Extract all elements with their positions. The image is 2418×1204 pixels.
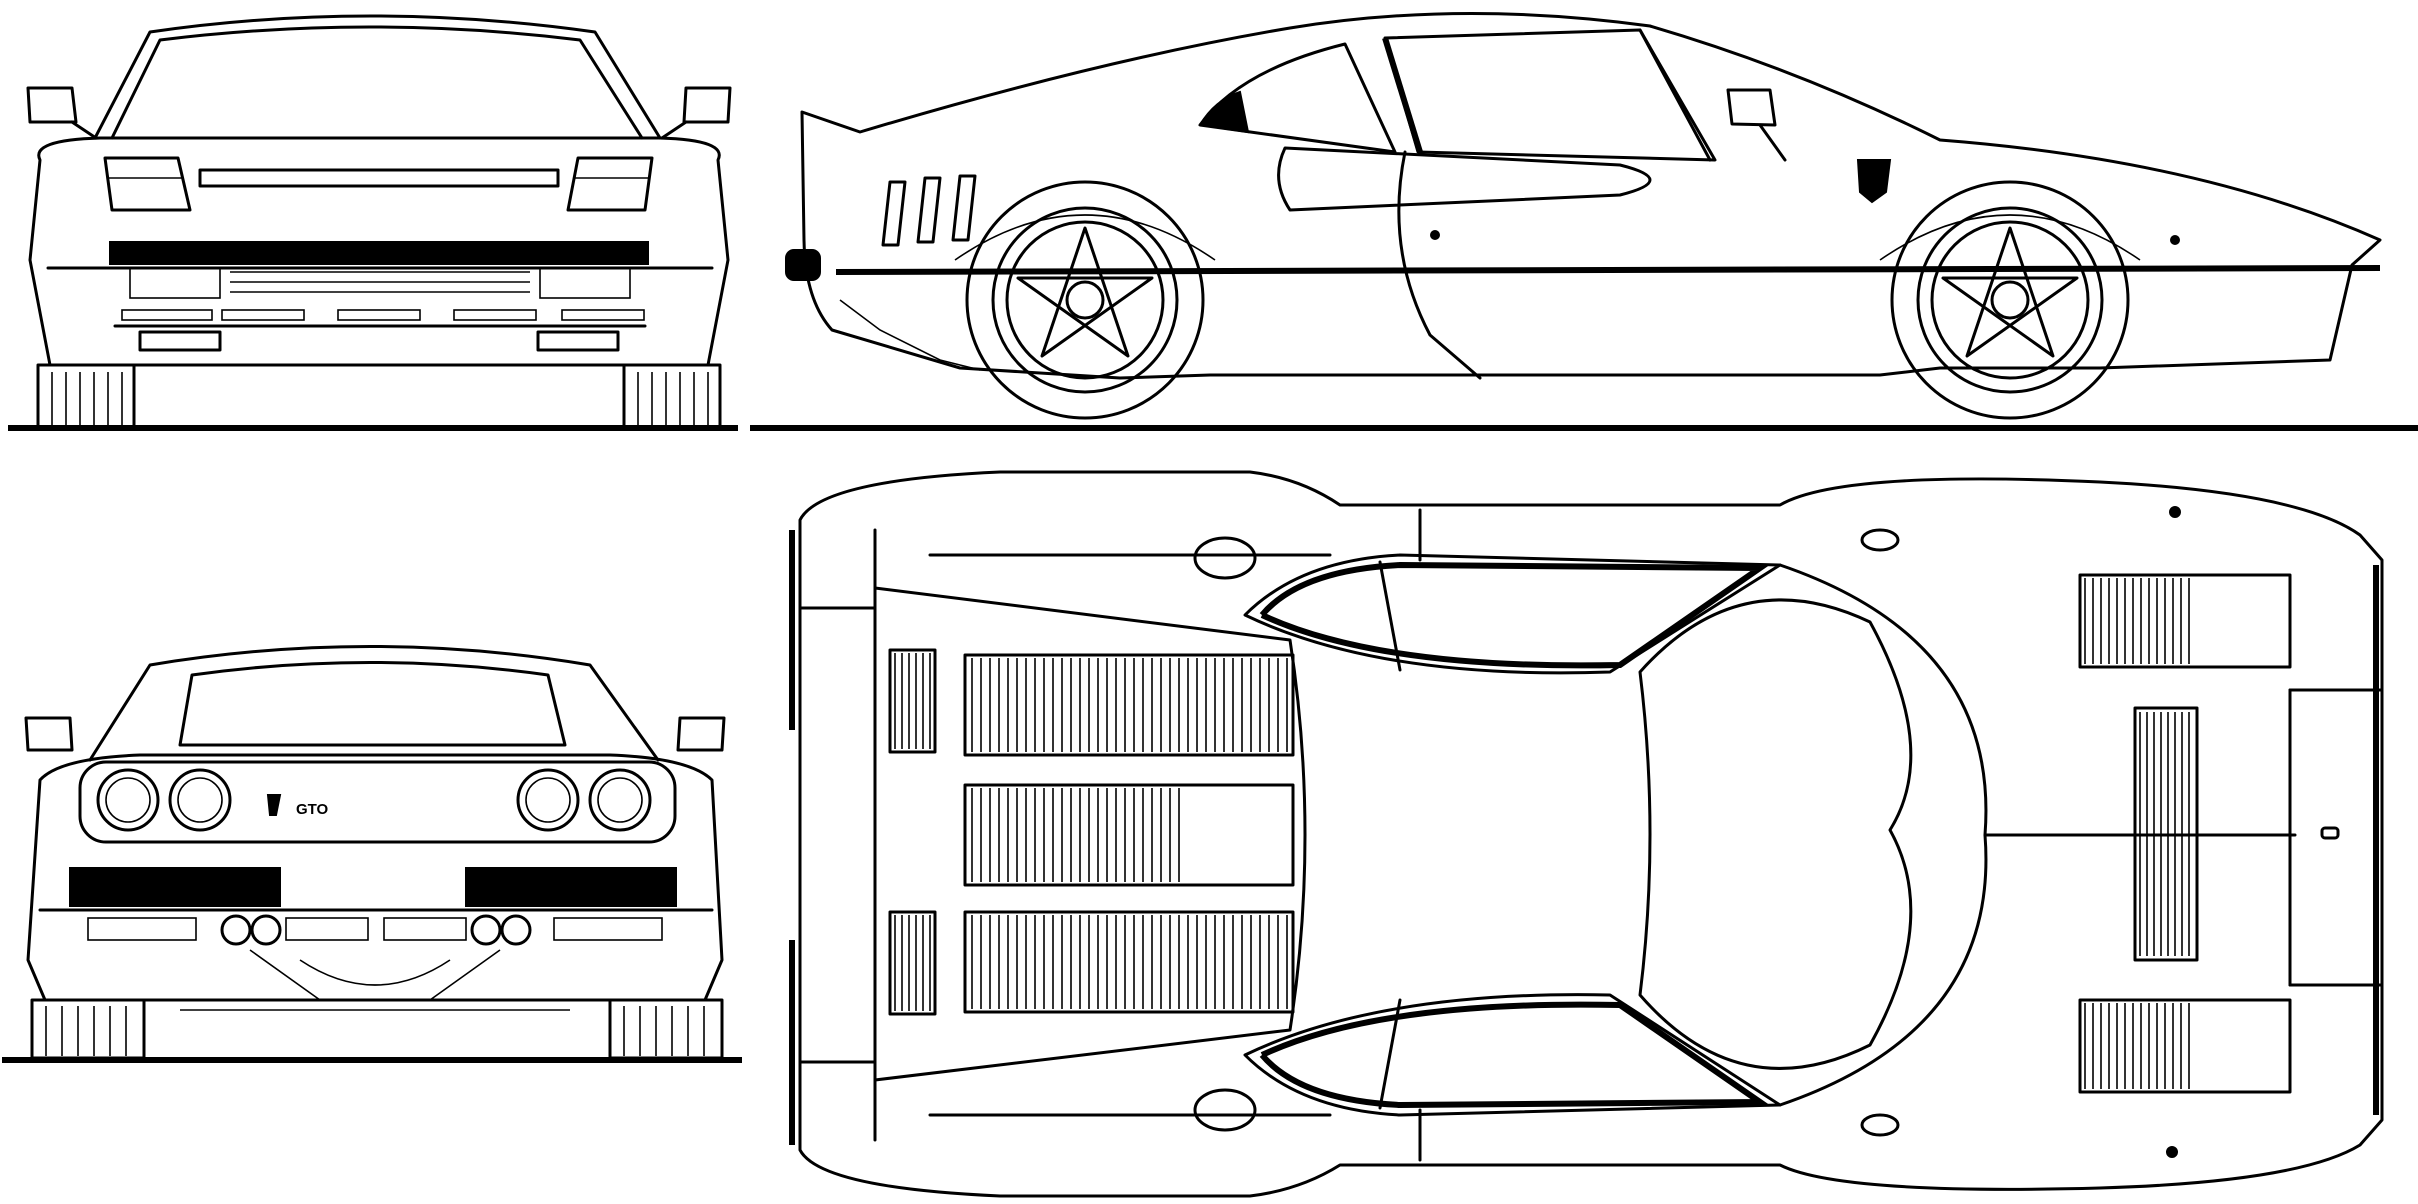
front-grille (109, 241, 649, 265)
top-engine-louvres (888, 648, 1295, 1016)
front-left-headlight (103, 156, 192, 212)
front-windscreen (110, 25, 644, 140)
side-rear-wheel (954, 180, 1216, 420)
side-shield-badge (1856, 159, 1892, 204)
rear-grille (87, 917, 663, 941)
rear-suspension (180, 949, 570, 1011)
rear-roof (88, 645, 660, 762)
front-left-tyre (36, 363, 136, 429)
top-front-vents (2078, 573, 2292, 1094)
rear-right-tyre (608, 998, 724, 1060)
top-right-fuel-cap (1860, 1113, 1900, 1137)
front-right-tyre (622, 363, 722, 429)
front-right-headlight (566, 156, 654, 212)
side-view (750, 12, 2418, 431)
top-roof (1638, 598, 1913, 1070)
side-front-wheel (1879, 180, 2141, 420)
front-view (8, 14, 738, 431)
front-body (28, 136, 730, 367)
front-roof (93, 14, 662, 140)
rear-body (26, 753, 724, 1002)
front-hood-slot (198, 168, 560, 188)
top-engine-cover (873, 586, 1307, 1082)
rear-left-tail-lights (96, 768, 232, 832)
rear-window (178, 661, 567, 747)
side-rear-vents (881, 174, 977, 247)
rear-light-panel (78, 760, 677, 844)
top-left-window (1243, 553, 1782, 675)
rear-view: GTO (2, 645, 742, 1063)
top-front-badge (2320, 826, 2340, 840)
rear-badge-text: GTO (296, 801, 329, 818)
rear-right-bumper-band (465, 867, 677, 907)
top-body-outline (798, 470, 2384, 1198)
side-air-scoop (1277, 146, 1652, 212)
rear-left-tyre (30, 998, 146, 1060)
rear-left-bumper-band (69, 867, 281, 907)
side-mirror (1726, 88, 1777, 127)
front-right-mirror (682, 86, 732, 124)
rear-left-mirror (24, 716, 74, 752)
side-exhaust (785, 249, 821, 281)
top-right-mirror (1193, 1088, 1257, 1132)
rear-exhausts (220, 914, 532, 946)
top-left-fuel-cap (1860, 528, 1900, 552)
side-door-line (1397, 150, 1482, 380)
top-left-mirror (1193, 536, 1257, 580)
rear-right-tail-lights (516, 768, 652, 832)
front-spoiler-slats (121, 309, 645, 321)
front-left-mirror (26, 86, 78, 124)
rear-horse-emblem (266, 794, 282, 816)
top-view (789, 470, 2384, 1198)
side-door-window (1383, 28, 1717, 162)
top-right-window (1243, 993, 1782, 1117)
rear-right-mirror (676, 716, 726, 752)
